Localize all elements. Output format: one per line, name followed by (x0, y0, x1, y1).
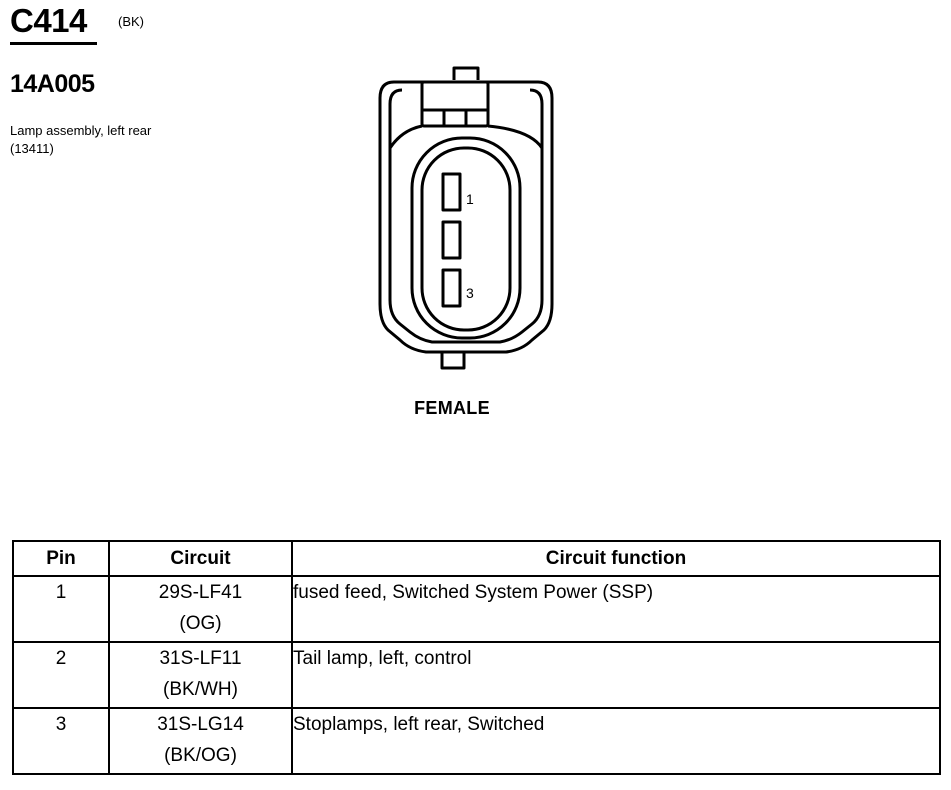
circuit-cell: 29S-LF41 (OG) (108, 575, 293, 643)
circuit-cell: 31S-LG14 (BK/OG) (108, 707, 293, 775)
header-pin: Pin (12, 540, 110, 577)
connector-id: C414 (10, 2, 87, 39)
pin-label-3: 3 (466, 285, 474, 301)
connector-face-diagram: 1 3 (378, 66, 554, 370)
wire-color: (BK/OG) (164, 745, 237, 766)
wire-color: (OG) (179, 613, 222, 634)
part-number: 14A005 (10, 70, 95, 98)
pin-cell: 1 (12, 575, 110, 643)
connector-housing-outline (378, 80, 554, 354)
circuit-function-cell: Tail lamp, left, control (291, 641, 941, 709)
connector-top-tab (452, 66, 480, 80)
table-row: 3 31S-LG14 (BK/OG) Stoplamps, left rear,… (12, 707, 941, 775)
pin-cell: 3 (12, 707, 110, 775)
connector-bottom-tab (440, 352, 466, 370)
circuit-function-cell: fused feed, Switched System Power (SSP) (291, 575, 941, 643)
header-circuit-function: Circuit function (291, 540, 941, 577)
table-header-row: Pin Circuit Circuit function (12, 540, 941, 577)
pin-cavity-inner (420, 146, 512, 332)
pin-terminal-1 (441, 172, 462, 212)
header-circuit: Circuit (108, 540, 293, 577)
pin-label-1: 1 (466, 191, 474, 207)
circuit-number: 29S-LF41 (158, 582, 243, 603)
connector-gender-label: FEMALE (414, 398, 490, 418)
circuit-function-cell: Stoplamps, left rear, Switched (291, 707, 941, 775)
title-underline (10, 42, 97, 45)
pin-terminal-2 (441, 220, 462, 260)
circuit-cell: 31S-LF11 (BK/WH) (108, 641, 293, 709)
connector-inner-outline (388, 88, 544, 344)
part-description: Lamp assembly, left rear (13411) (10, 123, 152, 156)
circuit-number: 31S-LF11 (159, 648, 242, 669)
pin-terminal-3 (441, 268, 462, 308)
pinout-table: Pin Circuit Circuit function 1 29S-LF41 … (12, 540, 941, 775)
table-row: 2 31S-LF11 (BK/WH) Tail lamp, left, cont… (12, 641, 941, 709)
table-row: 1 29S-LF41 (OG) fused feed, Switched Sys… (12, 575, 941, 643)
circuit-number: 31S-LG14 (157, 714, 244, 735)
wire-color: (BK/WH) (163, 679, 238, 700)
latch-block (420, 80, 490, 128)
pin-cell: 2 (12, 641, 110, 709)
connector-color-code: (BK) (118, 14, 144, 29)
pin-cavity-outer (410, 136, 522, 340)
